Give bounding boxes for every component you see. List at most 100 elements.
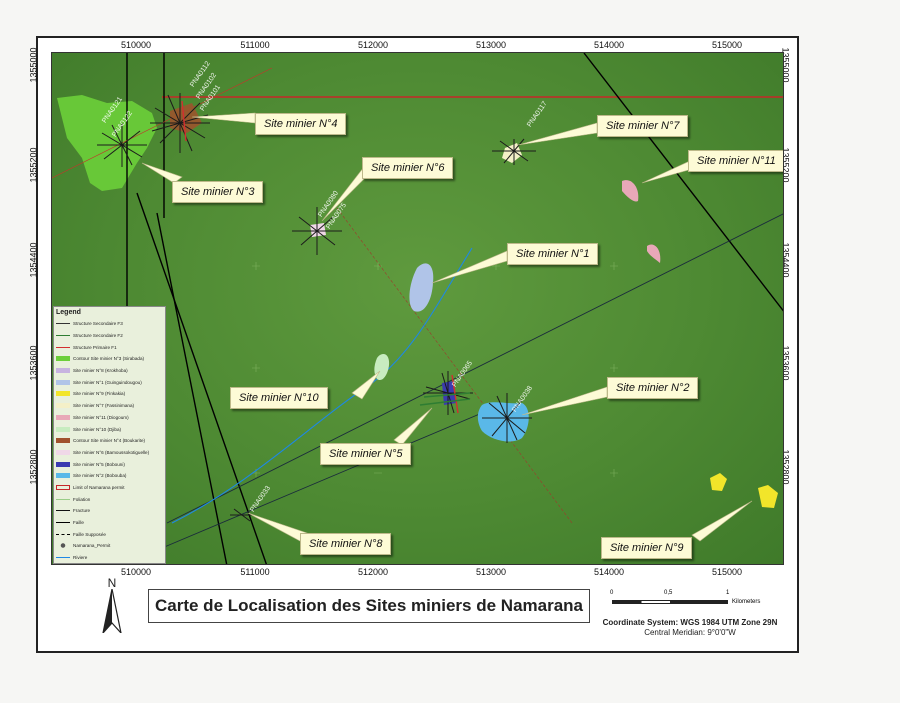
legend-swatch bbox=[56, 335, 70, 337]
legend-swatch bbox=[56, 484, 70, 490]
legend-label: Site minier N°9 (Finkakia) bbox=[73, 391, 126, 397]
legend-label: Structure Secondaire F2 bbox=[73, 333, 123, 339]
scale-bar: 0 0,5 1 Kilometers bbox=[610, 590, 760, 612]
site-label-5[interactable]: Site minier N°5 bbox=[320, 443, 412, 465]
scale-tick-label: 1 bbox=[726, 590, 730, 596]
legend-label: Site minier N°11 (Diogoum) bbox=[73, 414, 129, 420]
site-9-area-a bbox=[710, 473, 727, 491]
site-label-1[interactable]: Site minier N°1 bbox=[507, 243, 599, 265]
legend-label: Fracture bbox=[73, 508, 91, 514]
site-11-area bbox=[622, 180, 639, 202]
legend-label: Structure Primaire F1 bbox=[73, 344, 117, 350]
map-legend: Legend Structure Secondaire F3 Structure … bbox=[53, 306, 166, 564]
legend-label: Site minier N°5 (Bobouni) bbox=[73, 461, 125, 467]
legend-swatch bbox=[56, 522, 70, 524]
site-label-4[interactable]: Site minier N°4 bbox=[255, 113, 347, 135]
legend-label: Contour Site minier N°3 (Sirabada) bbox=[73, 356, 145, 362]
legend-swatch bbox=[56, 414, 70, 420]
legend-label: Site minier N°1 (Guinguindougou) bbox=[73, 379, 142, 385]
map-title: Carte de Localisation des Sites miniers … bbox=[148, 589, 590, 623]
x-tick-label: 514000 bbox=[593, 567, 625, 577]
y-tick-label: 1355200 bbox=[28, 147, 39, 183]
site-label-7[interactable]: Site minier N°7 bbox=[597, 115, 689, 137]
legend-swatch bbox=[56, 438, 70, 444]
x-tick-label: 515000 bbox=[711, 40, 743, 50]
legend-item: Site minier N°1 (Guinguindougou) bbox=[56, 376, 163, 388]
legend-item: Site minier N°2 (Bobouba) bbox=[56, 470, 163, 482]
x-tick-label: 510000 bbox=[120, 40, 152, 50]
site-label-6[interactable]: Site minier N°6 bbox=[362, 157, 454, 179]
site-3-area bbox=[57, 95, 157, 191]
legend-label: Namarana_Permit bbox=[73, 543, 111, 549]
legend-swatch bbox=[56, 379, 70, 385]
legend-label: Site minier N°2 (Bobouba) bbox=[73, 473, 127, 479]
legend-title: Legend bbox=[56, 309, 81, 316]
legend-item: Riviere bbox=[56, 552, 163, 564]
legend-item: Structure Primaire F1 bbox=[56, 341, 163, 353]
site-label-8[interactable]: Site minier N°8 bbox=[300, 533, 392, 555]
legend-item: Contour Site minier N°3 (Sirabada) bbox=[56, 353, 163, 365]
legend-swatch bbox=[56, 449, 70, 455]
coordinate-info: Coordinate System: WGS 1984 UTM Zone 29N… bbox=[590, 618, 790, 638]
map-geometry bbox=[52, 53, 783, 564]
legend-swatch bbox=[56, 473, 70, 479]
scale-bar-graphic bbox=[612, 600, 728, 604]
legend-item: Limit of Namarana permit bbox=[56, 482, 163, 494]
legend-swatch bbox=[56, 346, 70, 348]
legend-label: Site minier N°7 (Fassinimana) bbox=[73, 403, 135, 409]
north-arrow-icon bbox=[101, 588, 123, 636]
legend-swatch bbox=[56, 368, 70, 374]
legend-label: Faille Supposée bbox=[73, 531, 106, 537]
site-label-9[interactable]: Site minier N°9 bbox=[601, 537, 693, 559]
legend-item: Namarana_Permit bbox=[56, 540, 163, 552]
y-tick-label: 1353600 bbox=[28, 345, 39, 381]
legend-item: Site minier N°6 (Bamoussokotiguelle) bbox=[56, 447, 163, 459]
x-tick-label: 512000 bbox=[357, 567, 389, 577]
callout-leaders bbox=[141, 112, 753, 542]
x-tick-label: 511000 bbox=[240, 567, 270, 577]
legend-swatch bbox=[56, 498, 70, 500]
legend-item: Contour Site minier N°4 (Boukarite) bbox=[56, 435, 163, 447]
site-label-11[interactable]: Site minier N°11 bbox=[688, 150, 783, 172]
legend-item: Site minier N°11 (Diogoum) bbox=[56, 412, 163, 424]
legend-swatch bbox=[56, 461, 70, 467]
legend-item: Site minier N°7 (Fassinimana) bbox=[56, 400, 163, 412]
legend-label: Limit of Namarana permit bbox=[73, 484, 125, 490]
site-label-3[interactable]: Site minier N°3 bbox=[172, 181, 264, 203]
legend-swatch bbox=[56, 510, 70, 512]
legend-swatch bbox=[56, 356, 70, 362]
x-tick-label: 511000 bbox=[240, 40, 270, 50]
legend-label: Faille bbox=[73, 520, 84, 526]
y-tick-label: 1352800 bbox=[28, 449, 39, 485]
legend-swatch bbox=[56, 426, 70, 432]
map-canvas[interactable]: PNA0121 PNA0122 PNA0112 PNA0102 PNA0101 … bbox=[51, 52, 784, 565]
pit-direction-clusters bbox=[97, 93, 536, 522]
north-arrow-label: N bbox=[107, 576, 117, 590]
legend-label: Site minier N°6 (Bamoussokotiguelle) bbox=[73, 449, 150, 455]
legend-label: Contour Site minier N°4 (Boukarite) bbox=[73, 438, 146, 444]
x-tick-label: 515000 bbox=[711, 567, 743, 577]
legend-swatch bbox=[56, 403, 70, 409]
y-tick-label: 1355000 bbox=[28, 47, 39, 83]
legend-label: Structure Secondaire F3 bbox=[73, 321, 123, 327]
site-label-2[interactable]: Site minier N°2 bbox=[607, 377, 699, 399]
legend-item: Fracture bbox=[56, 505, 163, 517]
legend-item: Structure Secondaire F3 bbox=[56, 318, 163, 330]
north-arrow: N bbox=[101, 576, 123, 636]
legend-swatch bbox=[56, 533, 70, 535]
site-label-10[interactable]: Site minier N°10 bbox=[230, 387, 328, 409]
legend-item: Faille Supposée bbox=[56, 528, 163, 540]
y-tick-label: 1354400 bbox=[28, 242, 39, 278]
central-meridian: Central Meridian: 9°0'0"W bbox=[644, 628, 736, 637]
pit-green-marks bbox=[419, 392, 471, 406]
legend-label: Foliation bbox=[73, 496, 91, 502]
legend-item: Faille bbox=[56, 517, 163, 529]
legend-item: Site minier N°8 (Krokhoba) bbox=[56, 365, 163, 377]
legend-swatch bbox=[56, 391, 70, 397]
legend-swatch bbox=[56, 557, 70, 559]
site-9-area-b bbox=[758, 485, 778, 508]
x-tick-label: 513000 bbox=[475, 567, 507, 577]
legend-swatch bbox=[56, 323, 70, 325]
legend-item: Pits_Direction bbox=[56, 563, 163, 564]
legend-label: Site minier N°10 (Djiba) bbox=[73, 426, 122, 432]
